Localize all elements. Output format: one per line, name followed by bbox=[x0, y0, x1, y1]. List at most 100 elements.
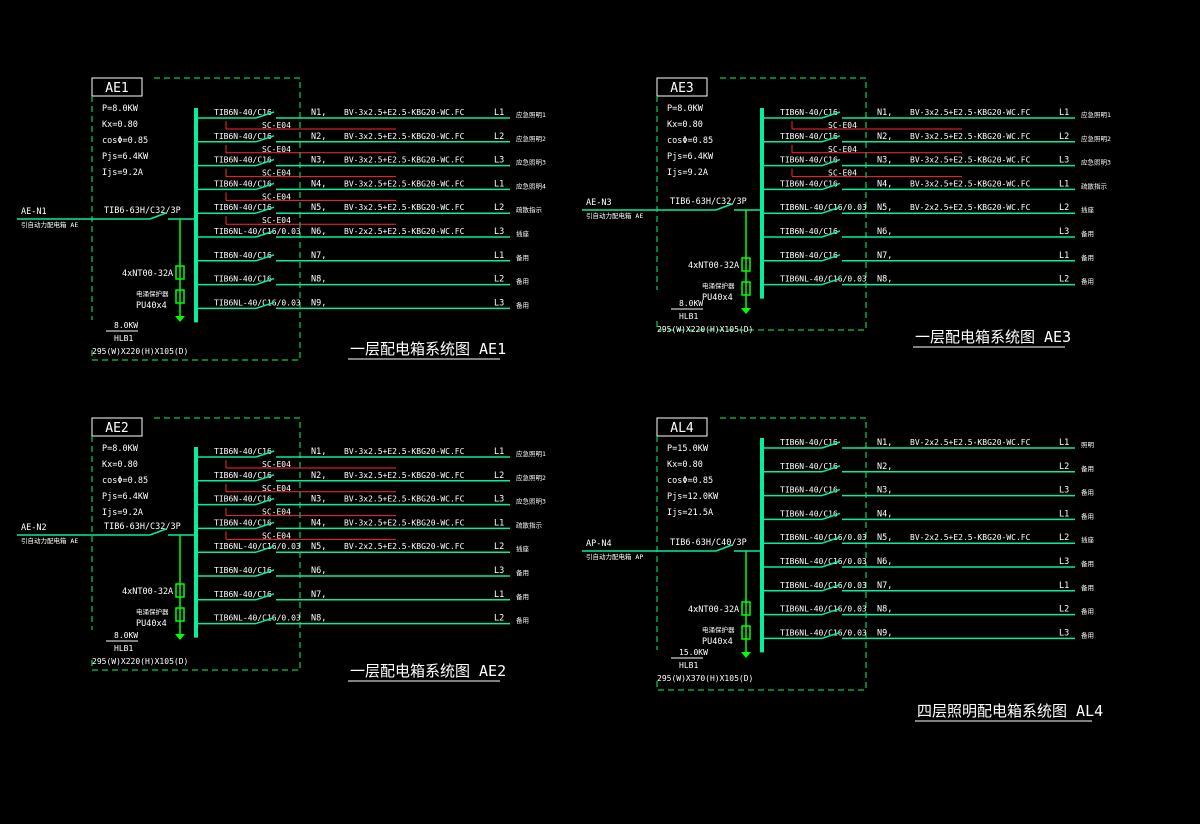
circuit-number: N5, bbox=[311, 542, 326, 552]
breaker-contact bbox=[255, 111, 275, 119]
circuit-number: N2, bbox=[877, 132, 892, 142]
circuit-use-label: 备用 bbox=[1081, 277, 1094, 286]
phase-label: L3 bbox=[1059, 628, 1069, 638]
sc-label: SC-E04 bbox=[262, 460, 291, 469]
circuit-number: N7, bbox=[311, 590, 326, 600]
circuit-number: N8, bbox=[311, 275, 326, 285]
main-breaker-label: TIB6-63H/C32/3P bbox=[104, 522, 181, 532]
circuit-number: N4, bbox=[311, 518, 326, 528]
circuit-number: N1, bbox=[311, 108, 326, 118]
circuit-number: N8, bbox=[877, 275, 892, 285]
box-rating: 8.0KW bbox=[114, 321, 138, 330]
circuit-breaker-label: TIB6NL-40/C16/0.03 bbox=[780, 628, 867, 637]
circuit-breaker-label: TIB6NL-40/C16/0.03 bbox=[780, 275, 867, 284]
panel-ae3: AE3P=8.0KWKx=0.80cosΦ=0.85Pjs=6.4KWIjs=9… bbox=[582, 77, 1111, 348]
breaker-contact bbox=[821, 560, 841, 568]
phase-label: L3 bbox=[1059, 486, 1069, 496]
phase-label: L2 bbox=[494, 132, 504, 142]
circuit-breaker-label: TIB6N-40/C16 bbox=[214, 566, 272, 575]
main-breaker-label: TIB6-63H/C32/3P bbox=[104, 206, 181, 216]
cable-spec: BV-3x2.5+E2.5-KBG20-WC.FC bbox=[344, 518, 465, 527]
incoming-source-text: 引自动力配电箱 AE bbox=[21, 536, 78, 545]
circuit-row: TIB6N-40/C16SC-E04N2,BV-3x2.5+E2.5-KBG20… bbox=[196, 471, 546, 493]
circuit-row: TIB6N-40/C16SC-E04N4,BV-3x2.5+E2.5-KBG20… bbox=[196, 518, 543, 540]
phase-label: L2 bbox=[1059, 462, 1069, 472]
circuit-number: N2, bbox=[311, 132, 326, 142]
breaker-contact bbox=[821, 536, 841, 544]
circuit-number: N6, bbox=[877, 227, 892, 237]
phase-label: L1 bbox=[1059, 108, 1069, 118]
ground-arrow-icon bbox=[741, 652, 751, 658]
box-model: HLB1 bbox=[114, 644, 133, 653]
circuit-breaker-label: TIB6N-40/C16 bbox=[214, 251, 272, 260]
panel-ae2: AE2P=8.0KWKx=0.80cosΦ=0.85Pjs=6.4KWIjs=9… bbox=[17, 417, 546, 682]
param-line: Kx=0.80 bbox=[102, 120, 138, 130]
breaker-contact bbox=[821, 631, 841, 640]
circuit-number: N5, bbox=[877, 203, 892, 213]
phase-label: L3 bbox=[494, 227, 504, 237]
breaker-contact bbox=[821, 277, 841, 286]
cable-spec: BV-3x2.5+E2.5-KBG20-WC.FC bbox=[910, 108, 1031, 117]
phase-label: L3 bbox=[1059, 557, 1069, 567]
spd-fuse-icon bbox=[741, 601, 751, 616]
breaker-contact bbox=[821, 584, 841, 592]
box-model: HLB1 bbox=[679, 661, 698, 670]
circuit-row: TIB6N-40/C16SC-E04N1,BV-3x2.5+E2.5-KBG20… bbox=[196, 447, 546, 469]
phase-label: L1 bbox=[494, 518, 504, 528]
circuit-use-label: 备用 bbox=[1081, 488, 1094, 497]
panel-label: AE3 bbox=[670, 81, 693, 96]
cable-spec: BV-3x2.5+E2.5-KBG20-WC.FC bbox=[910, 156, 1031, 165]
circuit-use-label: 备用 bbox=[1081, 464, 1094, 473]
breaker-contact bbox=[255, 230, 275, 238]
breaker-contact bbox=[821, 512, 841, 521]
spd-model-label: PU40x4 bbox=[702, 293, 733, 303]
phase-label: L3 bbox=[494, 298, 504, 308]
incoming-label: AP-N4 bbox=[586, 539, 612, 549]
param-line: Ijs=9.2A bbox=[102, 508, 143, 518]
phase-label: L1 bbox=[494, 179, 504, 189]
circuit-use-label: 备用 bbox=[1081, 511, 1094, 520]
circuit-breaker-label: TIB6NL-40/C16/0.03 bbox=[214, 298, 301, 307]
breaker-contact bbox=[255, 206, 275, 214]
phase-label: L2 bbox=[1059, 203, 1069, 213]
spd-model-label: PU40x4 bbox=[136, 301, 167, 311]
spd-sub-label: 电涌保护器 bbox=[136, 289, 169, 298]
breaker-contact bbox=[255, 521, 275, 530]
cable-spec: BV-2x2.5+E2.5-KBG20-WC.FC bbox=[344, 542, 465, 551]
sc-label: SC-E04 bbox=[828, 121, 857, 130]
box-size: 295(W)X220(H)X105(D) bbox=[92, 347, 188, 356]
breaker-contact bbox=[821, 488, 841, 497]
circuit-breaker-label: TIB6N-40/C16 bbox=[780, 179, 838, 188]
circuit-use-label: 疏散指示 bbox=[516, 205, 543, 214]
circuit-number: N5, bbox=[311, 203, 326, 213]
phase-label: L2 bbox=[1059, 533, 1069, 543]
sc-label: SC-E04 bbox=[828, 169, 857, 178]
spd-label: 4xNT00-32A bbox=[122, 587, 173, 597]
circuit-use-label: 应急照明3 bbox=[1081, 158, 1111, 167]
phase-label: L1 bbox=[494, 251, 504, 261]
param-line: cosΦ=0.85 bbox=[102, 476, 148, 486]
circuit-number: N4, bbox=[877, 509, 892, 519]
cable-spec: BV-3x2.5+E2.5-KBG20-WC.FC bbox=[344, 179, 465, 188]
breaker-contact bbox=[255, 158, 275, 167]
cable-spec: BV-3x2.5+E2.5-KBG20-WC.FC bbox=[344, 156, 465, 165]
sc-label: SC-E04 bbox=[262, 121, 291, 130]
breaker-contact bbox=[255, 254, 275, 262]
circuit-breaker-label: TIB6NL-40/C16/0.03 bbox=[780, 533, 867, 542]
phase-label: L2 bbox=[494, 471, 504, 481]
breaker-contact bbox=[255, 301, 275, 310]
circuit-breaker-label: TIB6NL-40/C16/0.03 bbox=[780, 203, 867, 212]
cable-spec: BV-2x2.5+E2.5-KBG20-WC.FC bbox=[344, 227, 465, 236]
param-line: P=15.0KW bbox=[667, 444, 709, 454]
param-line: P=8.0KW bbox=[102, 104, 139, 114]
circuit-number: N6, bbox=[877, 557, 892, 567]
spd-fuse-icon bbox=[741, 257, 751, 272]
circuit-use-label: 备用 bbox=[1081, 607, 1094, 616]
panel-title: 一层配电箱系统图 AE1 bbox=[350, 340, 506, 358]
cable-spec: BV-3x2.5+E2.5-KBG20-WC.FC bbox=[344, 132, 465, 141]
